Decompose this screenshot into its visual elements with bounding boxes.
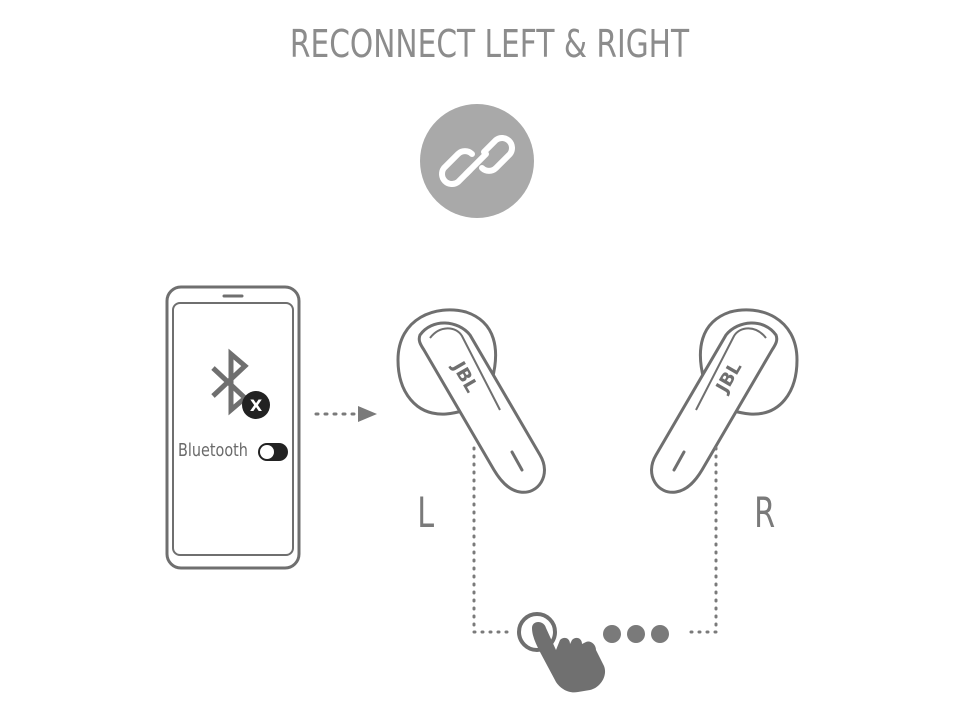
- toggle-icon: [258, 443, 288, 461]
- phone: [165, 285, 301, 570]
- right-label: R: [754, 488, 776, 537]
- three-dots: [603, 625, 669, 643]
- x-badge-icon: X: [242, 391, 270, 419]
- left-label: L: [417, 488, 435, 537]
- dotted-arrow: [314, 406, 377, 422]
- page-title: RECONNECT LEFT & RIGHT: [289, 22, 690, 66]
- left-earbud: [396, 308, 546, 494]
- svg-text:X: X: [250, 396, 263, 415]
- bluetooth-icon: [211, 348, 249, 416]
- tap-hand-icon: [517, 612, 606, 693]
- right-earbud: [650, 308, 799, 494]
- link-icon: [420, 104, 534, 218]
- dotted-connection: [472, 446, 718, 634]
- bluetooth-label: Bluetooth: [178, 440, 248, 461]
